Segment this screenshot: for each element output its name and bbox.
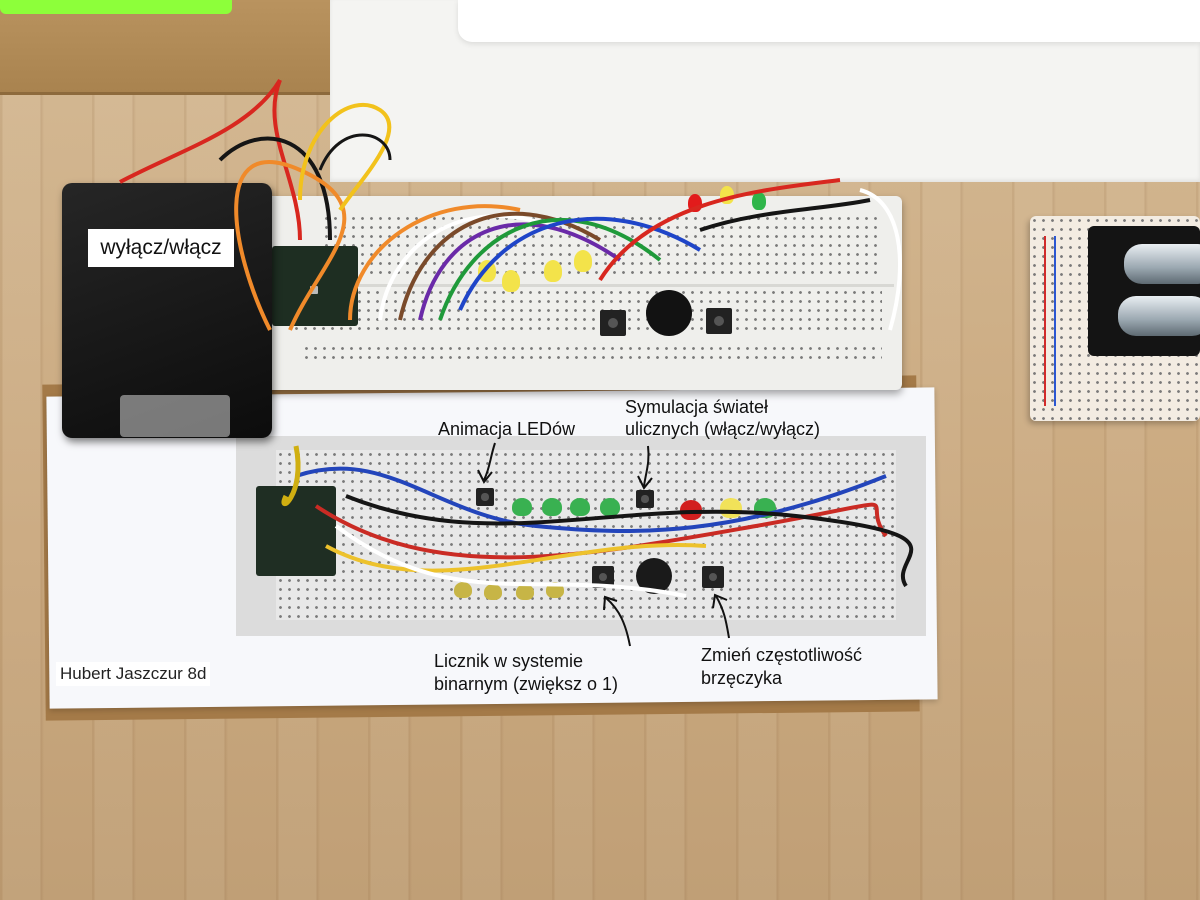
- green-device: [0, 0, 232, 14]
- caption-buzzer-2: brzęczyka: [701, 668, 783, 688]
- tape: [120, 395, 230, 437]
- breadboard-divider: [274, 284, 894, 287]
- caption-traffic-lights-2: ulicznych (włącz/wyłącz): [625, 419, 821, 439]
- printed-led-yellow: [516, 584, 534, 600]
- author-label: Hubert Jaszczur 8d: [56, 662, 211, 686]
- breadboard-middle-holes: [292, 288, 882, 332]
- printed-wires: [281, 445, 914, 598]
- printed-led-green: [600, 498, 620, 516]
- caption-buzzer-1: Zmień częstotliwość: [701, 645, 863, 665]
- printed-button-animation: [476, 488, 494, 506]
- printed-led-green: [542, 498, 562, 516]
- side-battery-holder: [1088, 226, 1200, 356]
- printed-breadboard: [276, 450, 896, 620]
- yellow-led: [544, 260, 562, 282]
- side-board-blue-rail: [1054, 236, 1056, 406]
- push-button-buzzer: [706, 308, 732, 334]
- printed-led-green: [570, 498, 590, 516]
- printed-button-buzzer: [702, 566, 724, 588]
- yellow-led: [574, 250, 592, 272]
- yellow-led: [502, 270, 520, 292]
- caption-binary-counter-2: binarnym (zwiększ o 1): [434, 674, 619, 694]
- switch-label: wyłącz/włącz: [88, 229, 234, 267]
- green-led: [752, 192, 766, 210]
- caption-traffic-lights-1: Symulacja świateł: [625, 397, 769, 417]
- battery-cell: [1124, 244, 1200, 284]
- printed-button-traffic: [636, 490, 654, 508]
- buzzer: [646, 290, 692, 336]
- white-tray: [458, 0, 1200, 42]
- caption-led-animation: Animacja LEDów: [438, 419, 576, 439]
- printed-led-yellow: [454, 582, 472, 598]
- top-cardboard: [0, 0, 330, 95]
- push-button-counter: [600, 310, 626, 336]
- battery-cell: [1118, 296, 1200, 336]
- printed-button-counter: [592, 566, 614, 588]
- reset-button: [310, 286, 318, 294]
- printed-microcontroller: [256, 486, 336, 576]
- printed-led-green: [512, 498, 532, 516]
- side-board-red-rail: [1044, 236, 1046, 406]
- circuit-photo-print: [236, 436, 926, 636]
- printed-led-red: [680, 500, 702, 520]
- printed-led-yellow: [484, 584, 502, 600]
- breadboard-bottom-rail: [302, 344, 882, 362]
- caption-binary-counter-1: Licznik w systemie: [434, 651, 584, 671]
